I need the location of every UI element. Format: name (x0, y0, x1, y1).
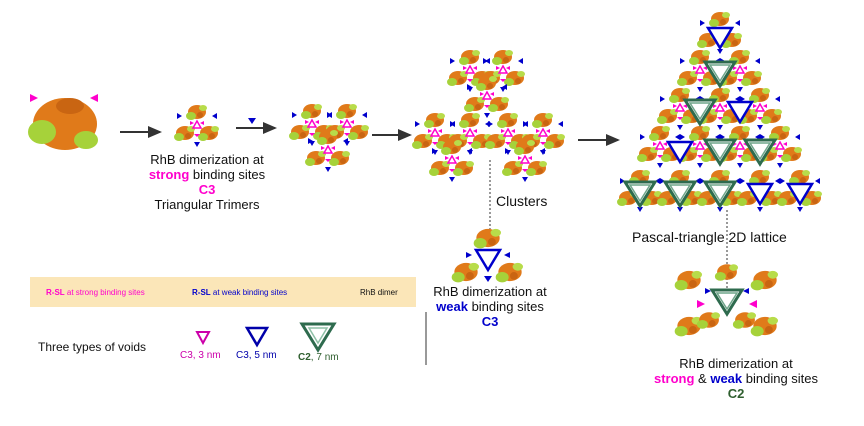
step2-caption: RhB dimerization at weak binding sites C… (420, 284, 560, 329)
void-c3-medium-icon (244, 326, 270, 348)
void1-sym: C3 (180, 350, 193, 361)
cluster-assembly (412, 50, 565, 182)
void1-label: C3, 3 nm (180, 350, 221, 361)
weak-dimer-inset (451, 228, 523, 283)
step3-caption: RhB dimerization at strong & weak bindin… (636, 356, 836, 401)
void2-sym: C3 (236, 350, 249, 361)
legend-strong-tag: R-SL (46, 288, 65, 297)
step2-symmetry: C3 (481, 314, 499, 329)
lattice-label: Pascal-triangle 2D lattice (632, 229, 787, 245)
step3-rest: binding sites (742, 371, 819, 386)
void2-size: , 5 nm (248, 350, 277, 361)
trimer-pair (289, 104, 369, 172)
step3-line1: RhB dimerization at (679, 356, 793, 371)
legend-weak-tag: R-SL (192, 288, 211, 297)
legend-weak-text: at weak binding sites (210, 288, 288, 297)
c2-dimer-inset (674, 264, 778, 337)
void3-sym: C2 (298, 352, 311, 363)
triangular-trimer (174, 105, 219, 147)
strong-site-marker (30, 94, 38, 102)
rhb-monomer (28, 94, 98, 150)
legend-strong: R-SL at strong binding sites (46, 288, 145, 297)
step2-line2: binding sites (467, 299, 544, 314)
void3-label: C2, 7 nm (298, 352, 339, 363)
legend-weak: R-SL at weak binding sites (192, 288, 287, 297)
step1-caption: RhB dimerization at strong binding sites… (132, 152, 282, 212)
voids-title: Three types of voids (38, 340, 147, 354)
step1-name: Triangular Trimers (154, 197, 260, 212)
clusters-label: Clusters (496, 193, 548, 209)
step1-symmetry: C3 (198, 182, 216, 197)
strong-site-marker (90, 94, 98, 102)
weak-site-marker (248, 118, 256, 124)
step1-line2: binding sites (189, 167, 266, 182)
legend-panel (30, 277, 416, 307)
legend-dimer: RhB dimer (360, 288, 398, 297)
void3-size: , 7 nm (310, 352, 339, 363)
step1-line1: RhB dimerization at (150, 152, 264, 167)
void1-size: , 3 nm (192, 350, 221, 361)
step3-symmetry: C2 (727, 386, 745, 401)
step3-strong: strong (653, 371, 695, 386)
step1-strong: strong (148, 167, 190, 182)
step2-weak: weak (436, 299, 468, 314)
legend-strong-text: at strong binding sites (64, 288, 145, 297)
step3-amp: & (694, 371, 711, 386)
void-c3-small-icon (195, 331, 211, 346)
step3-weak: weak (710, 371, 743, 386)
pascal-lattice (617, 12, 822, 212)
step2-line1: RhB dimerization at (433, 284, 547, 299)
void-c2-large-icon (299, 322, 337, 353)
void2-label: C3, 5 nm (236, 350, 277, 361)
